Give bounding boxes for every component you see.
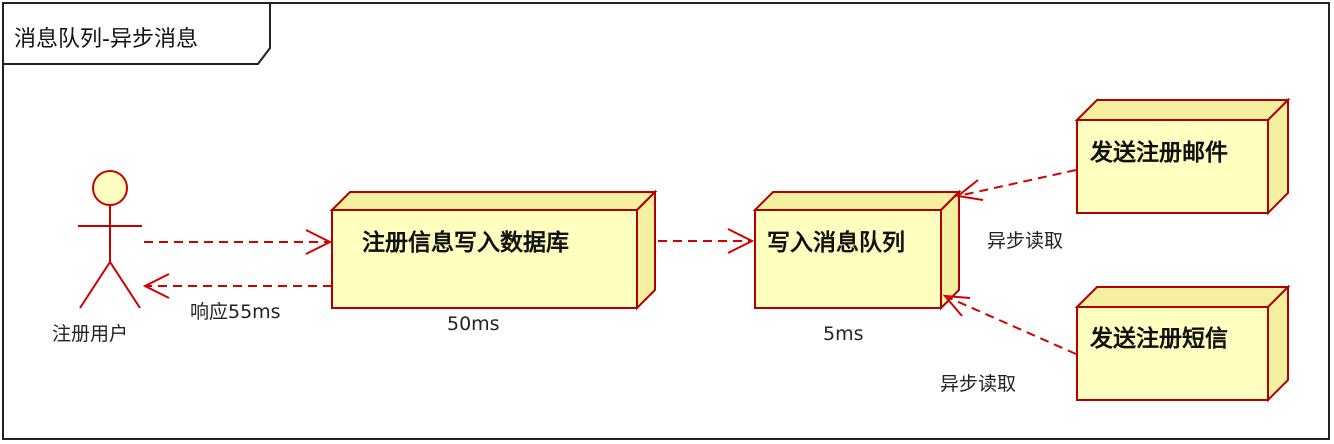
edge-response-label: 响应55ms [190,301,281,323]
node-mq-label: 写入消息队列 [767,229,905,256]
edge-email-to-mq [955,169,1077,201]
actor-right-leg [109,261,141,309]
node-sms-label: 发送注册短信 [1089,325,1228,352]
node-mq-time: 5ms [823,323,864,345]
edge-sms-to-mq [942,294,1077,355]
node-db-side [636,189,656,311]
arrowhead-icon [955,179,984,201]
node-db-front [331,209,638,309]
edge-db-to-mq [658,228,755,254]
frame-title-tab [2,2,271,65]
node-db-time: 50ms [447,313,500,335]
node-email-side [1267,97,1289,216]
node-email-top [1074,99,1291,121]
actor-label: 注册用户 [52,323,128,345]
frame-title: 消息队列-异步消息 [14,27,198,52]
node-email-front [1076,119,1269,214]
arrowhead-icon [142,273,170,299]
actor-head-icon [92,170,128,206]
node-db-label: 注册信息写入数据库 [362,229,569,256]
arrowhead-icon [727,228,755,254]
node-sms-front [1076,306,1269,401]
node-db-top [329,191,658,211]
node-sms [1074,284,1291,403]
node-email-label: 发送注册邮件 [1089,139,1228,166]
node-mq-front [754,209,942,309]
node-mq [752,189,962,311]
node-sms-side [1267,284,1289,403]
edge-async-read-bottom-label: 异步读取 [940,373,1016,395]
edge-async-read-top-label: 异步读取 [987,230,1063,252]
actor-figure [78,170,142,309]
node-email [1074,97,1291,216]
arrowhead-icon [305,229,333,255]
node-mq-side [940,189,960,311]
edge-db-to-user [142,273,332,299]
actor-left-leg [79,261,111,309]
edge-user-to-db [144,229,333,255]
node-mq-top [752,191,962,211]
node-sms-top [1074,286,1291,308]
node-db [329,189,658,311]
arrowhead-icon [942,294,971,317]
